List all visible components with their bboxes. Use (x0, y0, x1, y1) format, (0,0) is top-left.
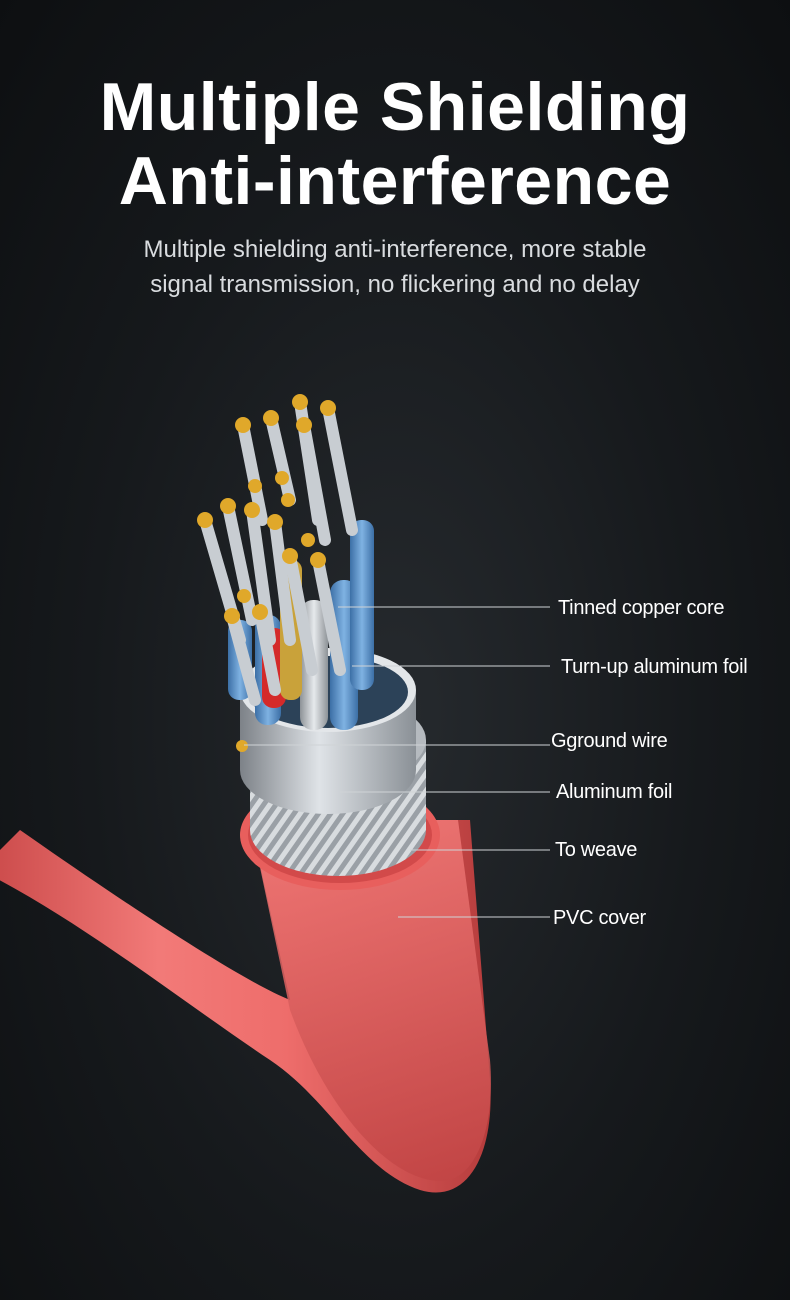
label-turn-up-aluminum-foil: Turn-up aluminum foil (561, 656, 748, 678)
subtitle-line-2: signal transmission, no flickering and n… (150, 271, 640, 298)
tinned-copper-strands (197, 394, 358, 752)
subtitle-line-1: Multiple shielding anti-interference, mo… (143, 236, 647, 263)
label-aluminum-foil: Aluminum foil (556, 781, 673, 803)
headline: Multiple Shielding Anti-interference (0, 70, 790, 218)
subtitle: Multiple shielding anti-interference, mo… (0, 232, 790, 302)
label-pvc-cover: PVC cover (553, 907, 646, 929)
label-tinned-copper-core: Tinned copper core (558, 597, 725, 619)
label-ground-wire: Gground wire (551, 730, 668, 752)
headline-line-2: Anti-interference (118, 143, 672, 219)
headline-line-1: Multiple Shielding (99, 69, 691, 145)
label-to-weave: To weave (555, 839, 638, 861)
callout-leader-lines (244, 606, 550, 918)
